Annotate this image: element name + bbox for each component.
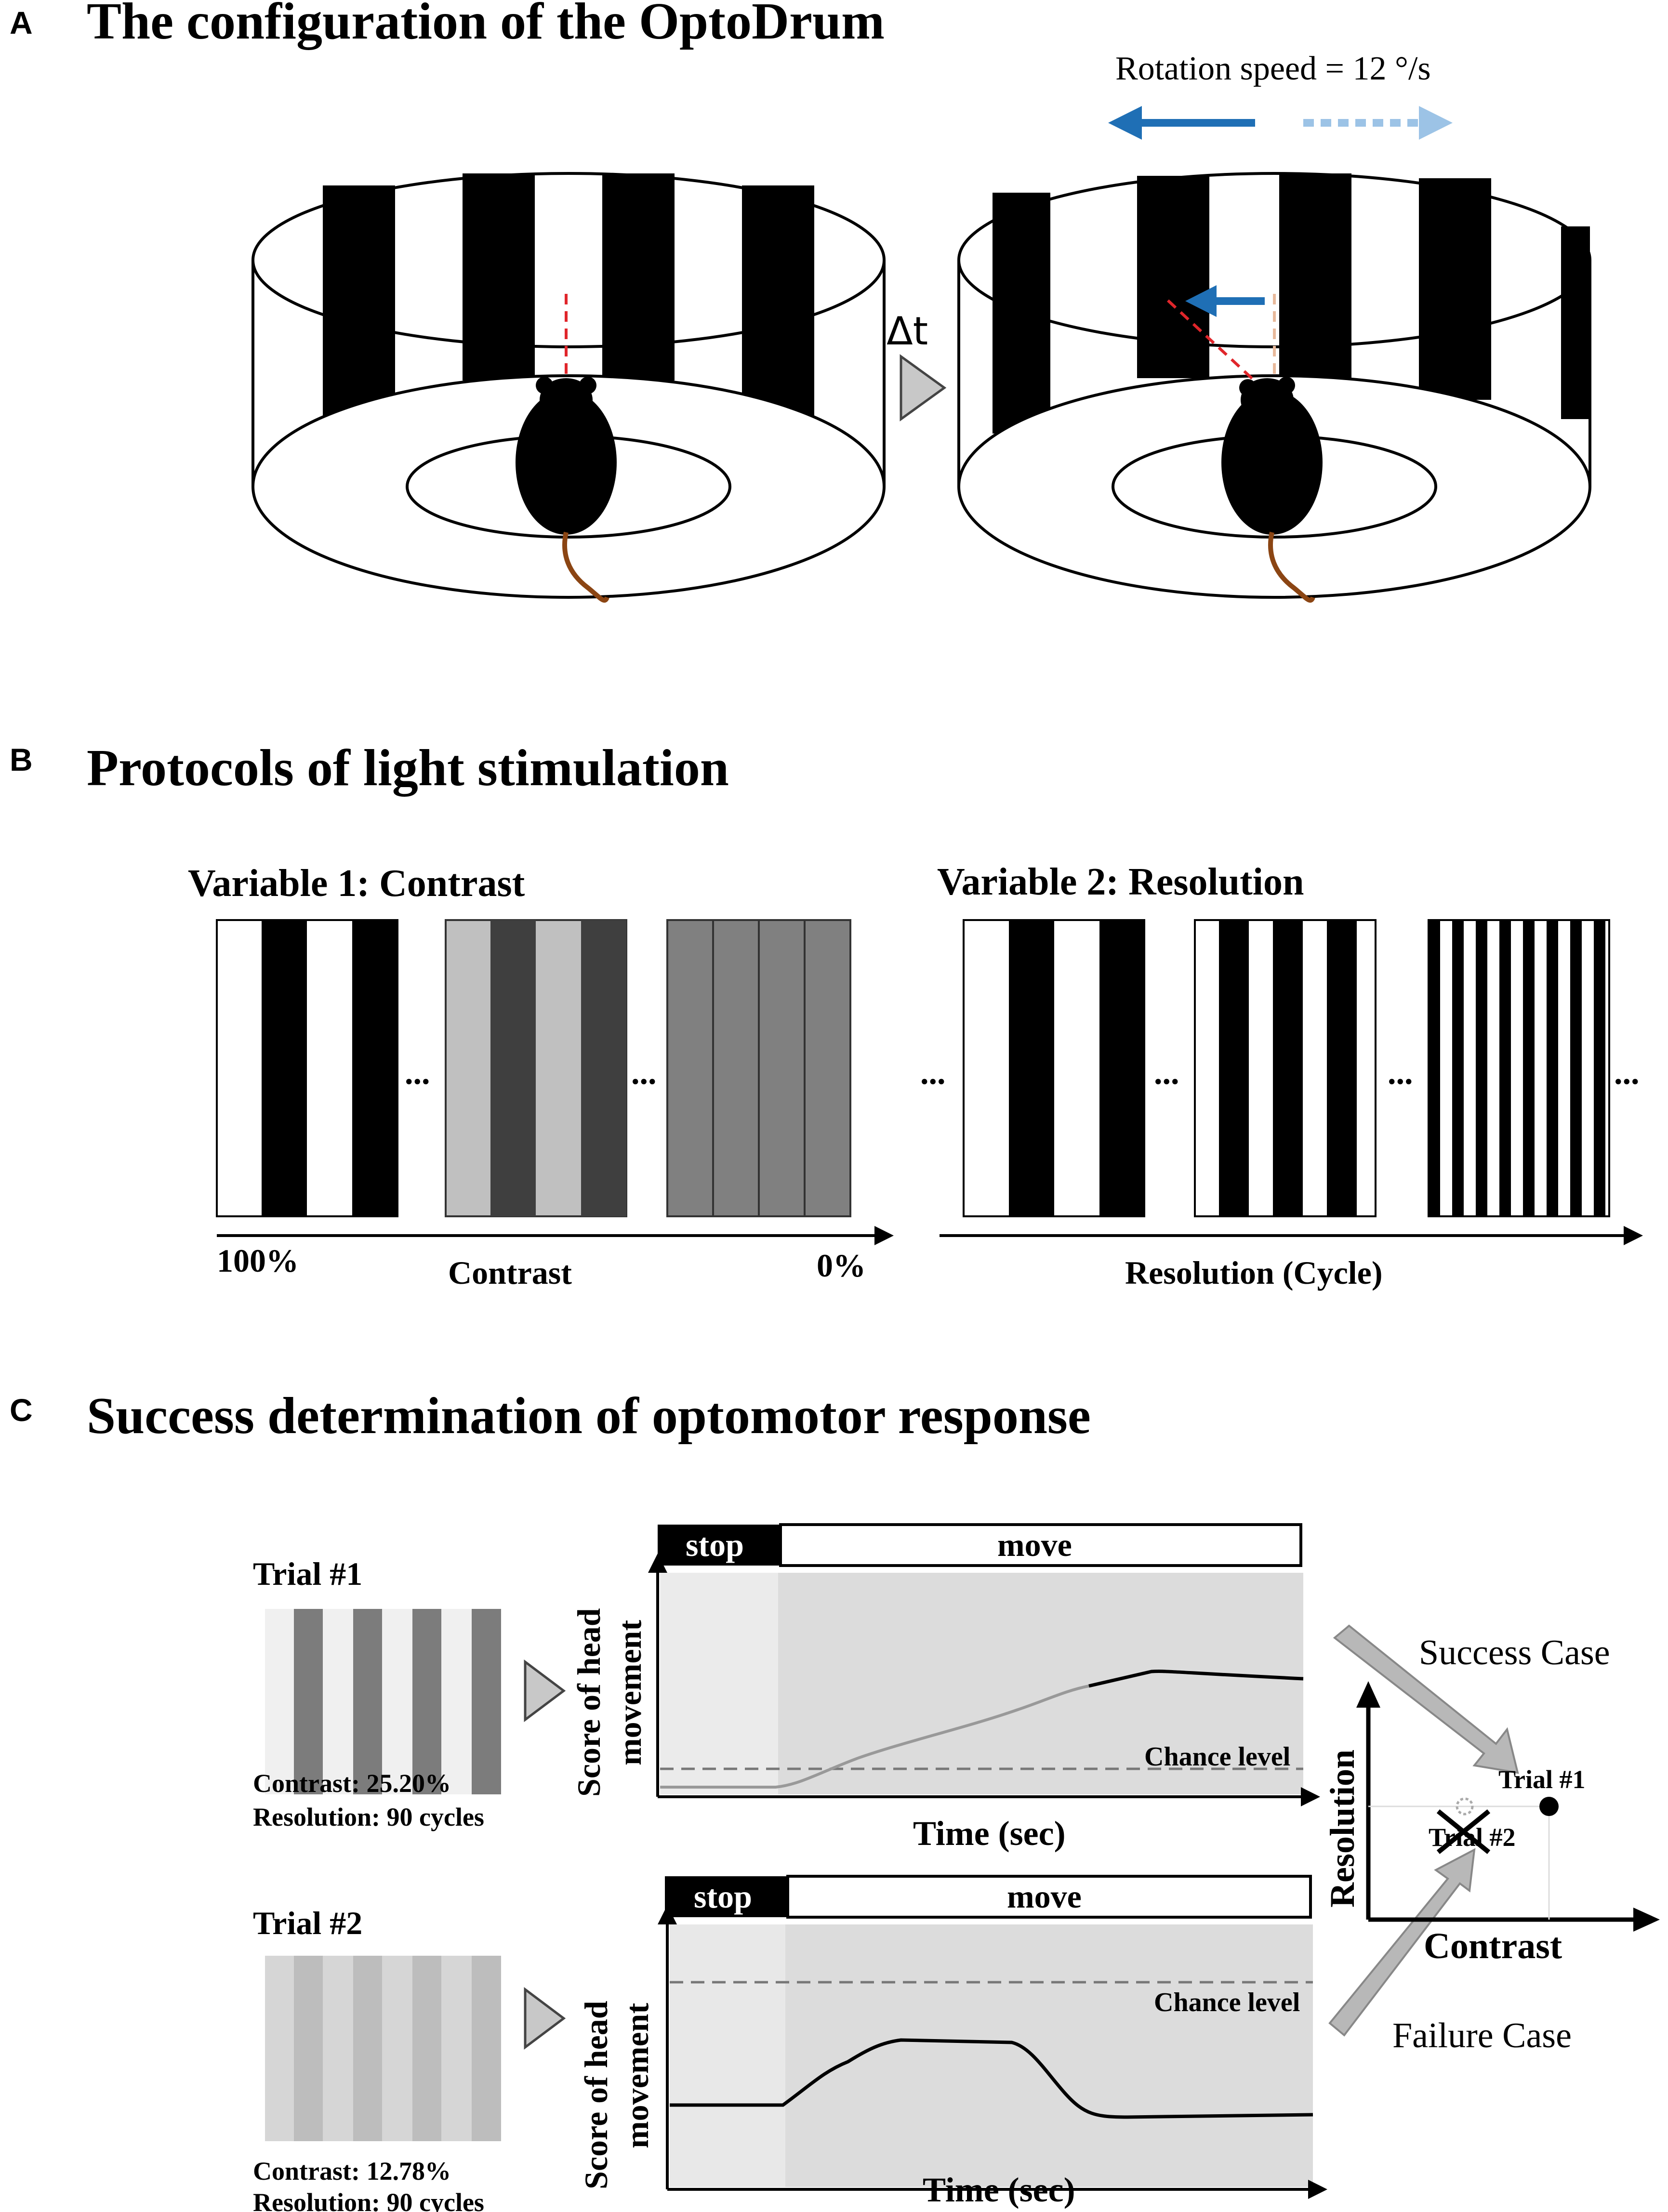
failure-arrow <box>1328 1848 1476 2037</box>
trial2-title: Trial #2 <box>253 1905 362 1941</box>
panel-c-title: Success determination of optomotor respo… <box>87 1387 1091 1445</box>
trial2-grating <box>265 1956 501 2141</box>
grating-contrast-100 <box>216 919 398 1217</box>
trial1-resolution: Resolution: 90 cycles <box>253 1803 484 1831</box>
panel-b-letter: B <box>10 742 33 777</box>
grating-resolution-high <box>1428 919 1610 1217</box>
plot1-stop-bar <box>658 1525 781 1566</box>
trial1-triangle <box>524 1659 566 1722</box>
panel-a-letter: A <box>10 5 33 40</box>
grating-resolution-low <box>963 919 1145 1217</box>
plot1-move-label: move <box>997 1527 1072 1563</box>
plot1: stop move Chance level Time (sec) Score … <box>570 1523 1320 1853</box>
failure-case-label: Failure Case <box>1392 2016 1572 2055</box>
grating-resolution-mid <box>1194 919 1377 1217</box>
mouse-icon <box>516 377 617 603</box>
mouse-icon <box>1221 377 1323 603</box>
plot2-ylabel-line2: movement <box>619 2003 655 2148</box>
contrast-start-label: 100% <box>217 1242 299 1279</box>
trial1-grating <box>265 1609 501 1794</box>
variable1-label: Variable 1: Contrast <box>188 862 525 905</box>
grating-contrast-mid <box>445 919 627 1217</box>
trial2-fail-cross <box>1436 1809 1491 1854</box>
plot2: stop move Chance level Time (sec) Score … <box>578 1875 1327 2209</box>
plot1-chance-label: Chance level <box>1144 1742 1290 1772</box>
grating-contrast-0 <box>666 919 851 1217</box>
trial2-point <box>1456 1797 1474 1816</box>
rotation-arrow-solid <box>1108 106 1255 140</box>
rotation-speed-label: Rotation speed = 12 °/s <box>1115 50 1431 87</box>
plot2-stop-bar <box>665 1876 788 1917</box>
plot2-chance-label: Chance level <box>1154 1988 1300 2017</box>
success-arrow <box>1333 1624 1519 1774</box>
plot2-response-curve <box>670 2038 1313 2119</box>
rotation-arrow-dotted <box>1303 106 1453 140</box>
drum-stripe <box>1419 178 1491 400</box>
contrast-axis-arrow <box>217 1226 894 1245</box>
trial2-contrast: Contrast: 12.78% <box>253 2157 451 2186</box>
panel-c-letter: C <box>10 1392 33 1428</box>
success-case-label: Success Case <box>1419 1633 1610 1672</box>
plot2-stop-label: stop <box>694 1878 752 1915</box>
ellipsis: ... <box>1388 1054 1413 1092</box>
summary-ylabel: Resolution <box>1323 1750 1362 1908</box>
summary-plot: Trial #1 Trial #2 Resolution Contrast <box>1323 1681 1660 1966</box>
drum-stripe <box>742 185 814 426</box>
panel-b-title: Protocols of light stimulation <box>87 739 729 797</box>
next-frame-triangle <box>900 354 947 421</box>
gaze-line-turned <box>1165 297 1266 392</box>
trial2-resolution: Resolution: 90 cycles <box>253 2188 484 2212</box>
variable2-label: Variable 2: Resolution <box>937 861 1304 903</box>
drum-stripe <box>463 173 535 381</box>
ellipsis: ... <box>1154 1054 1179 1092</box>
ellipsis: ... <box>1614 1054 1640 1092</box>
summary-y-arrowhead <box>1356 1681 1380 1708</box>
drum-stripe <box>1561 226 1590 419</box>
plot1-ylabel-line2: movement <box>611 1620 648 1765</box>
plot1-move-bar <box>779 1523 1302 1567</box>
ellipsis: ... <box>631 1054 657 1092</box>
contrast-end-label: 0% <box>817 1247 866 1284</box>
head-turn-arrow <box>1185 285 1217 317</box>
plot1-stop-label: stop <box>686 1527 744 1563</box>
plot1-response-curve <box>660 1685 1089 1789</box>
ellipsis: ... <box>405 1054 430 1092</box>
drum-stripe <box>1137 176 1209 378</box>
trial2-triangle <box>524 1987 566 2050</box>
contrast-axis-label: Contrast <box>448 1254 572 1291</box>
delta-t-label: Δt <box>887 309 928 354</box>
trial1-title: Trial #1 <box>253 1555 362 1592</box>
optodrum-left <box>252 172 886 603</box>
summary-trial2-label: Trial #2 <box>1429 1823 1515 1852</box>
drum-stripe <box>1279 173 1351 381</box>
summary-x-arrowhead <box>1633 1908 1660 1932</box>
summary-xlabel: Contrast <box>1424 1926 1562 1966</box>
resolution-axis-arrow <box>940 1226 1643 1245</box>
drum-stripe <box>602 173 675 381</box>
plot2-xlabel: Time (sec) <box>923 2171 1075 2209</box>
plot2-ylabel-line1: Score of head <box>578 2001 614 2189</box>
plot2-move-bar <box>786 1875 1312 1919</box>
plot1-ylabel-line1: Score of head <box>570 1608 607 1797</box>
panel-a-title: The configuration of the OptoDrum <box>87 0 885 50</box>
trial1-point <box>1539 1797 1559 1816</box>
ellipsis: ... <box>920 1054 946 1092</box>
summary-trial1-label: Trial #1 <box>1498 1765 1585 1794</box>
resolution-axis-label: Resolution (Cycle) <box>1125 1254 1382 1291</box>
drum-stripe <box>323 185 395 426</box>
optodrum-right <box>957 172 1591 603</box>
plot2-move-label: move <box>1007 1878 1082 1915</box>
plot1-xlabel: Time (sec) <box>913 1814 1066 1853</box>
trial1-contrast: Contrast: 25.20% <box>253 1769 451 1798</box>
